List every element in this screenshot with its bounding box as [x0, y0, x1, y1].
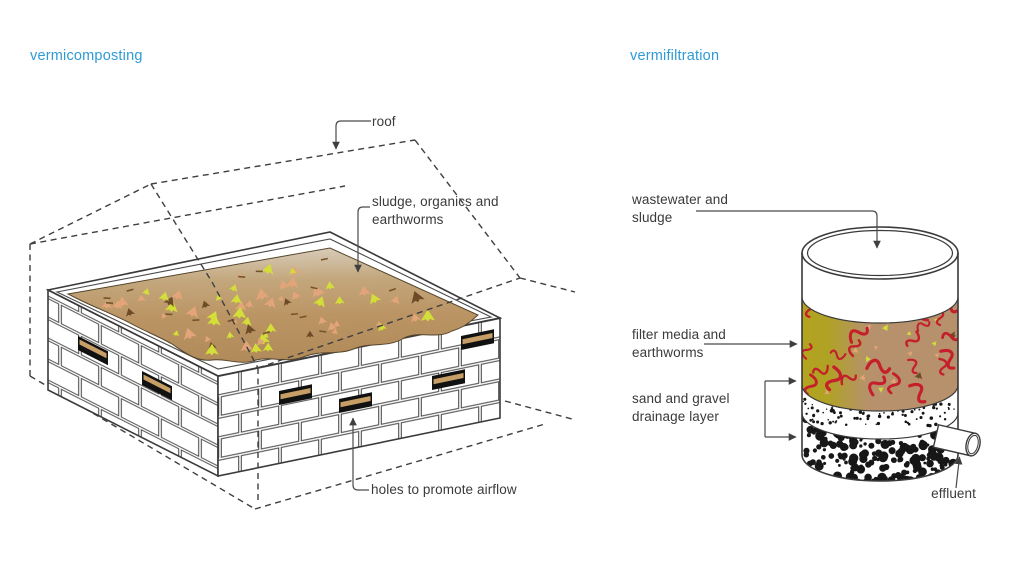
- roof-section-dashes: [150, 183, 521, 502]
- pointer-holes: [349, 417, 369, 491]
- label-roof: roof: [372, 114, 396, 129]
- title-vermicomposting: vermicomposting: [30, 48, 143, 64]
- drainage-bracket: [764, 377, 797, 441]
- label-filter-media-earthworms: filter media and earthworms: [632, 327, 726, 360]
- brick-box: [45, 231, 503, 478]
- cylinder-opening: [801, 226, 959, 280]
- label-wastewater-sludge: wastewater and sludge: [632, 192, 728, 225]
- wastewater-arrow: [696, 210, 881, 249]
- vermicomposting-diagram: [29, 120, 576, 510]
- effluent-pipe: [932, 423, 981, 457]
- title-vermifiltration: vermifiltration: [630, 48, 720, 64]
- pointer-sludge: [354, 206, 370, 273]
- brick-box-left-face: [48, 290, 218, 476]
- label-sand-gravel-drainage: sand and gravel drainage layer: [632, 391, 730, 424]
- compost-flecks: [101, 257, 435, 356]
- label-sludge-organics-earthworms: sludge, organics and earthworms: [372, 194, 499, 227]
- label-holes-airflow: holes to promote airflow: [371, 482, 517, 497]
- cylinder-outline: [801, 253, 959, 482]
- box-top-rim: [45, 231, 503, 377]
- sand-layer: [802, 385, 958, 439]
- effluent-arrow: [954, 456, 963, 489]
- pointer-roof: [332, 120, 371, 150]
- airflow-holes: [78, 329, 494, 413]
- vermifiltration-diagram: [696, 210, 981, 489]
- label-effluent: effluent: [931, 486, 976, 501]
